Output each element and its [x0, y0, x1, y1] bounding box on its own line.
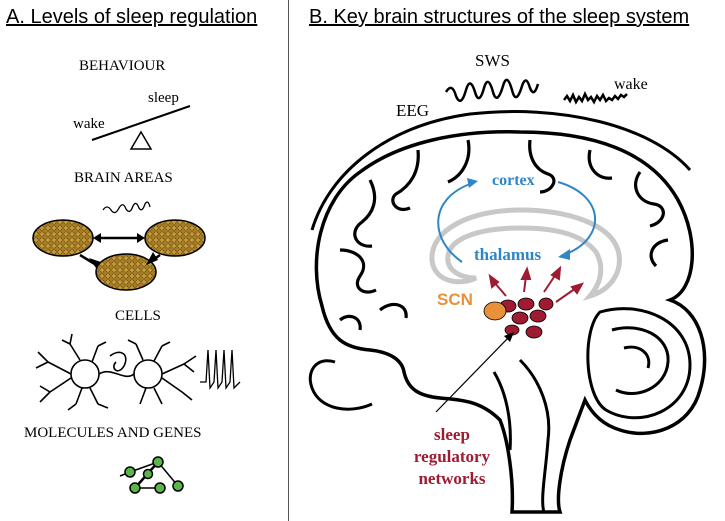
- sleep-regulatory-networks-label: sleep regulatory networks: [397, 424, 507, 490]
- wake-eeg-trace-icon: [563, 91, 628, 105]
- arrow-to-cortex-icon: [467, 178, 478, 188]
- temporal-lobe: [308, 359, 373, 411]
- spike-train-icon: [200, 349, 241, 390]
- network-label-line-2: regulatory: [413, 447, 491, 466]
- network-projection-arrows: [488, 265, 585, 303]
- cortex-label: cortex: [492, 172, 535, 189]
- wake-eeg-label: wake: [614, 76, 648, 93]
- molecule-network-icon: [119, 456, 184, 494]
- brain-areas-label: BRAIN AREAS: [74, 170, 173, 186]
- brain-outline: [314, 130, 707, 514]
- gyri-lines: [339, 139, 669, 331]
- wake-label: wake: [73, 116, 105, 132]
- sws-eeg-trace-icon: [444, 78, 540, 103]
- neurons-icon: [35, 333, 197, 411]
- skull-outline: [310, 110, 692, 231]
- brainstem: [518, 358, 551, 513]
- scn-label: SCN: [437, 290, 473, 309]
- brain-areas-icon: [32, 219, 206, 291]
- molecules-genes-label: MOLECULES AND GENES: [24, 425, 202, 441]
- eeg-trace-small-icon: [102, 201, 151, 214]
- thalamus-label: thalamus: [474, 245, 542, 264]
- network-label-line-1: sleep: [434, 425, 470, 444]
- eeg-label: EEG: [396, 101, 430, 120]
- panel-b-title: B. Key brain structures of the sleep sys…: [309, 6, 690, 28]
- panel-a-illustrations: [32, 105, 241, 494]
- arrow-to-thalamus-icon: [558, 249, 570, 260]
- sleep-network-nodes: [499, 297, 554, 339]
- network-pointer-arrow: [435, 335, 511, 413]
- cells-label: CELLS: [115, 308, 161, 324]
- network-label-line-3: networks: [418, 469, 486, 488]
- panel-a-title: A. Levels of sleep regulation: [6, 6, 258, 28]
- panel-divider: [288, 0, 289, 521]
- corpus-callosum: [429, 207, 622, 301]
- cerebellum: [586, 307, 692, 420]
- behaviour-label: BEHAVIOUR: [79, 58, 166, 74]
- seesaw-icon: [91, 105, 191, 150]
- sleep-label: sleep: [148, 90, 179, 106]
- cortex-thalamus-loop: [437, 181, 596, 263]
- sws-label: SWS: [475, 51, 510, 70]
- scn-nucleus: [483, 301, 507, 321]
